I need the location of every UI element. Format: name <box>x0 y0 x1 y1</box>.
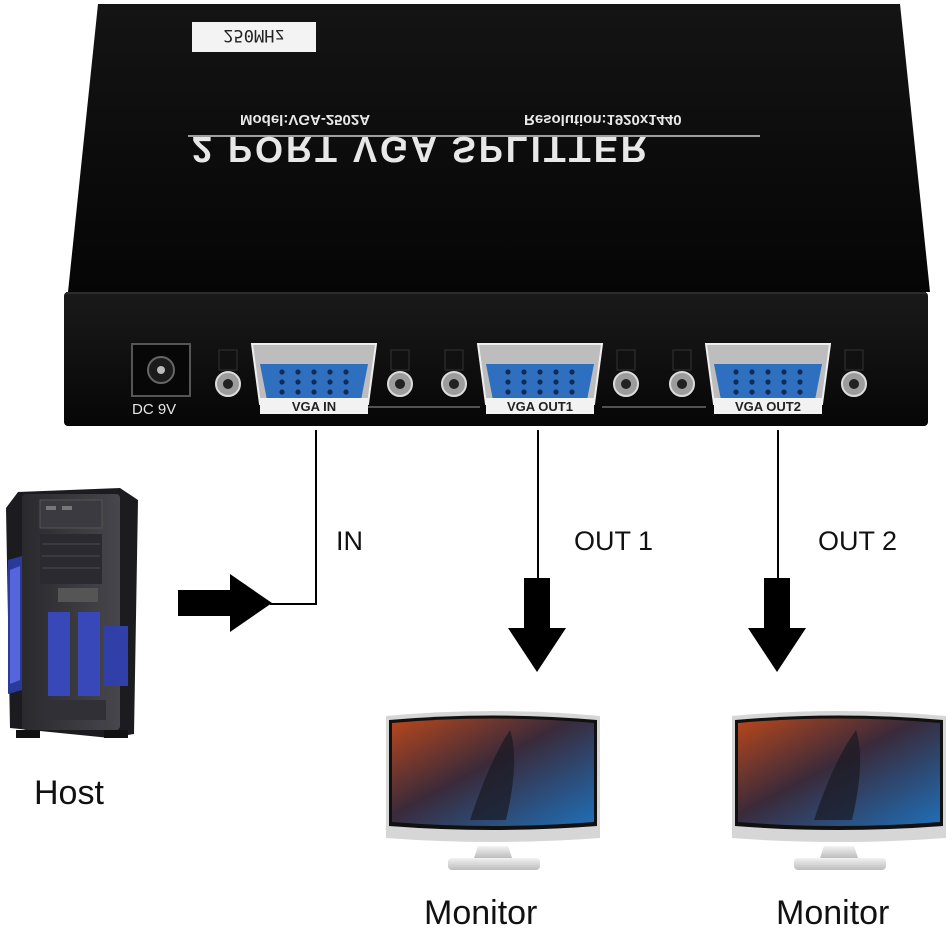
port-label: VGA OUT1 <box>507 399 573 414</box>
bandwidth-sticker <box>192 22 316 52</box>
device-resolution: Resolution:1920x1440 <box>524 111 682 128</box>
out2-label: OUT 2 <box>818 526 898 556</box>
monitor-2-icon <box>732 711 946 870</box>
monitor-2-label: Monitor <box>776 894 890 932</box>
in-label: IN <box>336 526 363 556</box>
out2-connection <box>748 430 806 672</box>
vga-in-port: VGA IN <box>215 343 413 414</box>
in-arrow-icon <box>178 574 272 632</box>
vga-connector-icon <box>476 343 604 405</box>
port-label: VGA IN <box>292 399 336 414</box>
dc-power-jack <box>131 343 191 397</box>
in-connection <box>178 430 317 632</box>
vga-out2-port: VGA OUT2 <box>669 343 867 414</box>
vga-connector-icon <box>704 343 832 405</box>
vga-out1-port: VGA OUT1 <box>441 343 639 414</box>
thumb-screw-icon <box>841 371 867 397</box>
monitor-1-icon <box>386 711 600 870</box>
device-model: Model:VGA-2502A <box>240 111 370 128</box>
power-label: DC 9V <box>132 401 176 418</box>
thumb-screw-icon <box>613 371 639 397</box>
vga-connector-icon <box>250 343 378 405</box>
thumb-screw-icon <box>441 371 467 397</box>
vga-splitter-device: 250MHz 2 PORT VGA SPLITTER Resolution:19… <box>64 4 930 426</box>
monitor-1-label: Monitor <box>424 894 538 932</box>
out2-arrow-icon <box>748 578 806 672</box>
device-top-panel <box>68 4 930 292</box>
out1-arrow-icon <box>508 578 566 672</box>
out1-connection <box>508 430 566 672</box>
device-title: 2 PORT VGA SPLITTER <box>192 129 650 170</box>
thumb-screw-icon <box>215 371 241 397</box>
port-label: VGA OUT2 <box>735 399 801 414</box>
host-label: Host <box>34 774 104 812</box>
bandwidth-text: 250MHz <box>223 25 284 45</box>
host-pc-icon <box>6 488 138 738</box>
thumb-screw-icon <box>669 371 695 397</box>
out1-label: OUT 1 <box>574 526 654 556</box>
thumb-screw-icon <box>387 371 413 397</box>
